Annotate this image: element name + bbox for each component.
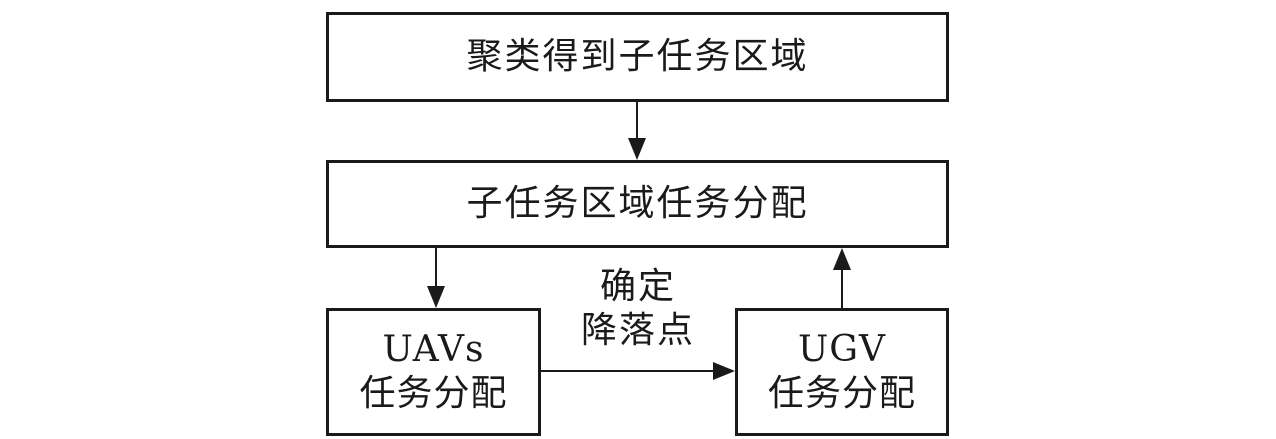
edge-label-determine: 确定 (599, 266, 676, 307)
uavs-task-assignment-node: UAVs 任务分配 (326, 308, 541, 436)
subregion-task-assignment-label: 子任务区域任务分配 (466, 183, 809, 224)
cluster-subregions-label: 聚类得到子任务区域 (466, 36, 809, 77)
ugv-task-assignment-node: UGV 任务分配 (735, 308, 949, 436)
arrow-ugv-to-assign (833, 248, 851, 308)
subregion-task-assignment-node: 子任务区域任务分配 (326, 160, 949, 248)
edge-label-landing-point: 降落点 (580, 310, 695, 351)
arrow-assign-to-uavs (427, 248, 445, 308)
ugv-subtitle: 任务分配 (767, 373, 916, 414)
arrow-uavs-to-ugv (541, 362, 735, 380)
ugv-title: UGV (797, 329, 887, 370)
cluster-subregions-node: 聚类得到子任务区域 (326, 12, 949, 102)
uavs-subtitle: 任务分配 (359, 373, 508, 414)
arrow-cluster-to-assign (628, 102, 646, 160)
uavs-title: UAVs (382, 329, 485, 370)
